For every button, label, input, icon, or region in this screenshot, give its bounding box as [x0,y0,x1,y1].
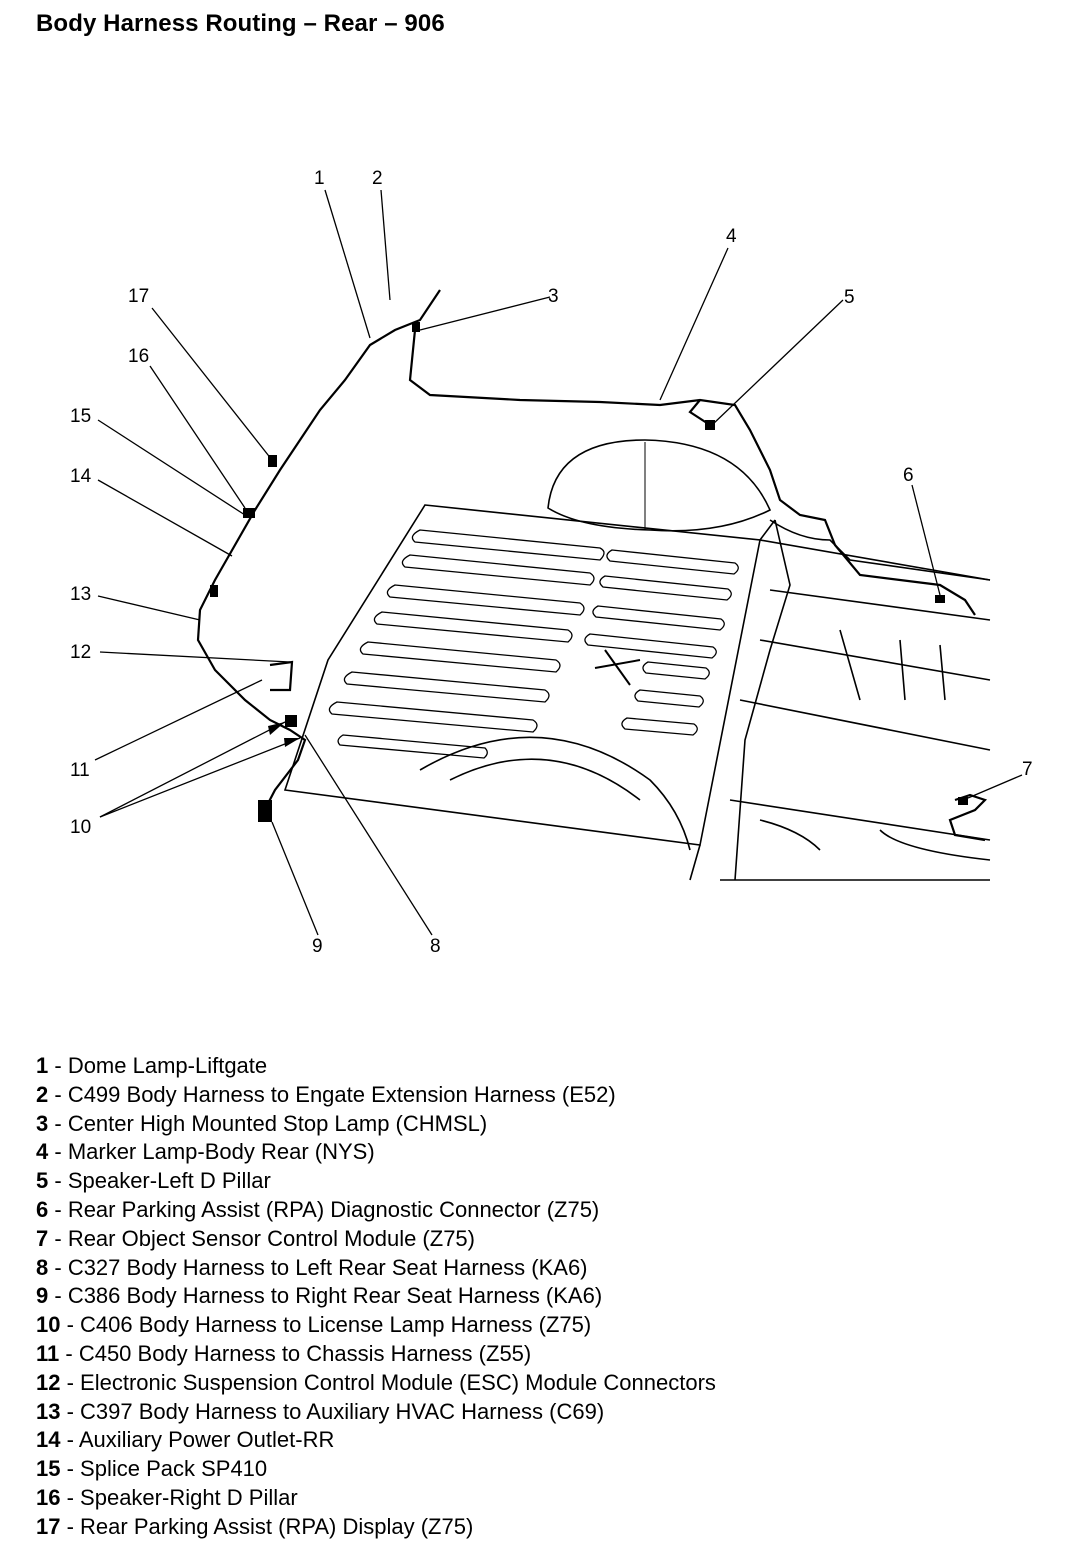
legend-number: 17 [36,1513,61,1539]
legend-separator: - [48,1168,68,1194]
callout-14: 14 [70,466,92,487]
legend-separator: - [48,1053,68,1078]
legend-number: 8 [36,1254,49,1280]
legend-number: 1 [36,1053,49,1078]
legend-item: 5 - Speaker-Left D Pillar [36,1167,1036,1196]
legend-item: 2 - C499 Body Harness to Engate Extensio… [36,1081,1036,1110]
callout-2: 2 [372,168,383,189]
legend-label: Marker Lamp-Body Rear (NYS) [67,1139,375,1165]
legend-item: 7 - Rear Object Sensor Control Module (Z… [36,1225,1036,1254]
legend-number: 9 [36,1283,49,1309]
legend-label: Speaker-Left D Pillar [67,1168,271,1194]
legend-number: 6 [36,1196,49,1222]
legend-label: Rear Parking Assist (RPA) Display (Z75) [80,1513,474,1539]
legend-separator: - [60,1427,79,1453]
harness-wire [196,289,988,842]
legend-item: 4 - Marker Lamp-Body Rear (NYS) [36,1138,1036,1167]
callout-1: 1 [314,168,325,189]
callout-5: 5 [844,287,855,308]
legend-label: Center High Mounted Stop Lamp (CHMSL) [67,1110,488,1136]
legend-item: 14 - Auxiliary Power Outlet-RR [36,1426,1036,1455]
legend-number: 14 [36,1427,61,1453]
legend-item: 6 - Rear Parking Assist (RPA) Diagnostic… [36,1196,1036,1225]
legend-separator: - [48,1283,68,1309]
legend-item: 12 - Electronic Suspension Control Modul… [36,1369,1036,1398]
legend-label: C386 Body Harness to Right Rear Seat Har… [67,1283,603,1309]
legend-label: Speaker-Right D Pillar [80,1484,298,1510]
legend-label: C327 Body Harness to Left Rear Seat Harn… [67,1254,588,1280]
legend-separator: - [48,1254,68,1280]
legend-label: Rear Object Sensor Control Module (Z75) [67,1225,475,1251]
legend-label: Electronic Suspension Control Module (ES… [80,1369,716,1395]
legend-item: 13 - C397 Body Harness to Auxiliary HVAC… [36,1398,1036,1427]
callout-16: 16 [128,346,149,367]
legend-separator: - [60,1369,81,1395]
callout-4: 4 [726,226,737,247]
legend-separator: - [60,1513,81,1539]
legend-separator: - [60,1398,81,1424]
legend-separator: - [60,1312,81,1338]
legend-number: 2 [36,1081,49,1107]
legend-number: 4 [36,1139,49,1165]
legend-label: Dome Lamp-Liftgate [67,1053,268,1078]
legend-number: 5 [36,1168,49,1194]
legend-number: 15 [36,1456,61,1482]
leader-arrowheads [268,722,300,747]
callout-13: 13 [70,584,91,605]
callout-12: 12 [70,642,91,663]
legend-item: 10 - C406 Body Harness to License Lamp H… [36,1311,1036,1340]
legend-label: C397 Body Harness to Auxiliary HVAC Harn… [80,1398,605,1424]
cargo-floor [283,439,991,881]
legend-separator: - [48,1139,68,1165]
legend-item: 8 - C327 Body Harness to Left Rear Seat … [36,1254,1036,1283]
leader-lines [94,189,1023,936]
legend-separator: - [59,1340,79,1366]
legend-separator: - [48,1196,68,1222]
legend-label: C499 Body Harness to Engate Extension Ha… [67,1081,616,1107]
legend-label: C450 Body Harness to Chassis Harness (Z5… [78,1340,532,1366]
callout-10: 10 [70,817,91,838]
legend-separator: - [48,1081,68,1107]
callout-3: 3 [548,286,559,307]
legend-number: 7 [36,1225,49,1251]
page-title: Body Harness Routing – Rear – 906 [36,10,445,37]
legend-item: 1 - Dome Lamp-Liftgate [36,1052,1036,1081]
legend-item: 17 - Rear Parking Assist (RPA) Display (… [36,1513,1036,1542]
callout-6: 6 [903,465,914,486]
legend-separator: - [60,1484,81,1510]
harness-routing-diagram: 1 2 3 4 5 6 7 8 9 10 11 12 13 14 15 16 1… [70,168,1033,957]
legend-number: 10 [36,1312,61,1338]
legend-item: 15 - Splice Pack SP410 [36,1455,1036,1484]
callout-8: 8 [430,936,441,957]
harness-clips [210,322,968,822]
callout-9: 9 [312,936,323,957]
legend-number: 12 [36,1369,61,1395]
legend-item: 9 - C386 Body Harness to Right Rear Seat… [36,1282,1036,1311]
legend-item: 3 - Center High Mounted Stop Lamp (CHMSL… [36,1110,1036,1139]
legend: 1 - Dome Lamp-Liftgate 2 - C499 Body Har… [36,1052,1036,1542]
legend-item: 11 - C450 Body Harness to Chassis Harnes… [36,1340,1036,1369]
legend-number: 11 [36,1340,60,1366]
legend-number: 3 [36,1110,49,1136]
legend-separator: - [48,1110,68,1136]
legend-label: Rear Parking Assist (RPA) Diagnostic Con… [67,1196,600,1222]
legend-number: 16 [36,1484,61,1510]
legend-separator: - [60,1456,81,1482]
legend-label: Splice Pack SP410 [80,1456,268,1482]
callout-7: 7 [1022,759,1033,780]
legend-label: C406 Body Harness to License Lamp Harnes… [80,1312,592,1338]
callout-17: 17 [128,286,149,307]
legend-item: 16 - Speaker-Right D Pillar [36,1484,1036,1513]
legend-label: Auxiliary Power Outlet-RR [78,1427,335,1453]
legend-separator: - [48,1225,68,1251]
callout-11: 11 [70,760,90,781]
callout-15: 15 [70,406,91,427]
legend-number: 13 [36,1398,61,1424]
